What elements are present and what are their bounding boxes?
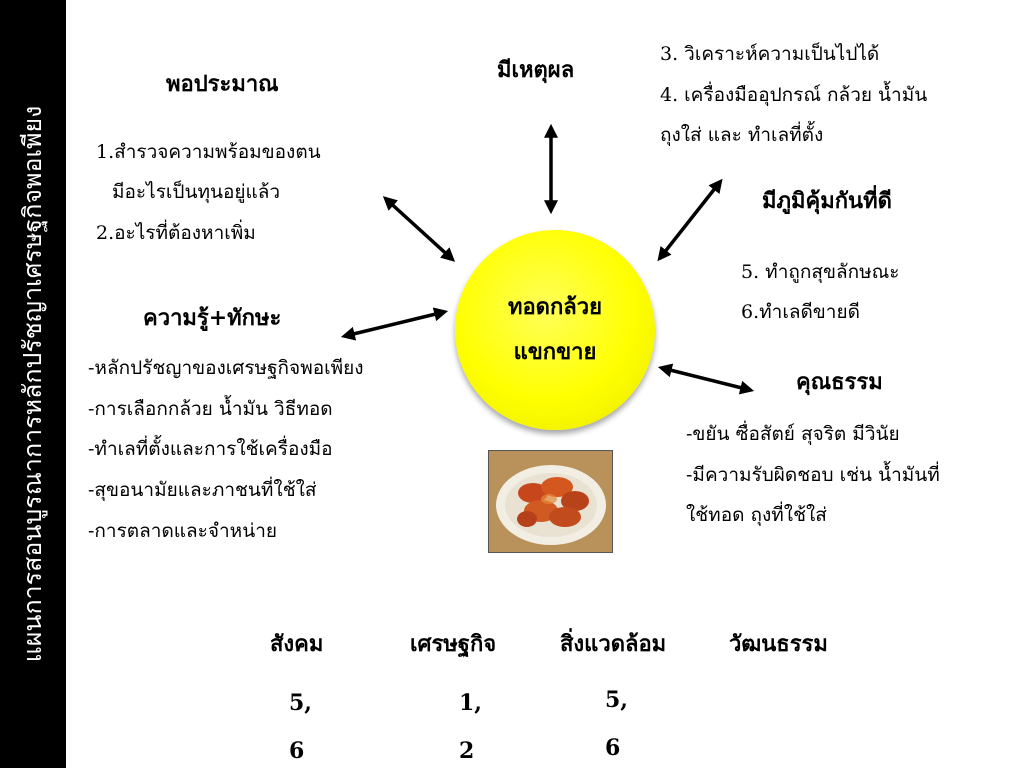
moderation-item-3: 2.อะไรที่ต้องหาเพิ่ม — [96, 222, 256, 244]
fried-banana-photo — [488, 450, 613, 553]
knowledge-item-1: -หลักปรัชญาของเศรษฐกิจพอเพียง — [88, 357, 364, 379]
arrow-immunity — [657, 178, 723, 262]
dimension-value-economic-2: 2 — [459, 738, 475, 764]
reasonableness-item-2: 4. เครื่องมืออุปกรณ์ กล้วย น้ำมัน — [660, 84, 928, 106]
dimension-value-economic-1: 1, — [459, 690, 482, 716]
knowledge-item-2: -การเลือกกล้วย น้ำมัน วิธีทอด — [88, 398, 333, 420]
moderation-heading: พอประมาณ — [166, 71, 279, 97]
dimension-value-social-1: 5, — [289, 690, 312, 716]
dimension-value-environment-2: 6 — [605, 735, 621, 761]
morality-heading: คุณธรรม — [796, 369, 883, 395]
dimension-label-culture: วัฒนธรรม — [729, 631, 828, 657]
knowledge-item-4: -สุขอนามัยและภาชนที่ใช้ใส่ — [88, 479, 317, 501]
morality-item-3: ใช้ทอด ถุงที่ใช้ใส่ — [686, 504, 827, 526]
reasonableness-item-3: ถุงใส่ และ ทำเลที่ตั้ง — [660, 124, 824, 146]
reasonableness-heading: มีเหตุผล — [497, 57, 575, 83]
arrow-knowledge — [340, 307, 449, 341]
dimension-value-social-2: 6 — [289, 738, 305, 764]
immunity-item-1: 5. ทำถูกสุขลักษณะ — [741, 261, 900, 283]
knowledge-heading: ความรู้+ทักษะ — [143, 305, 282, 331]
moderation-item-1: 1.สำรวจความพร้อมของตน — [96, 141, 321, 163]
sidebar: แผนการสอนบูรณาการหลักปรัชญาเศรษฐกิจพอเพี… — [0, 0, 66, 768]
center-topic: ทอดกล้วย แขกขาย — [455, 230, 655, 430]
arrow-moderation — [382, 196, 456, 262]
moderation-item-2: มีอะไรเป็นทุนอยู่แล้ว — [112, 181, 281, 203]
knowledge-item-3: -ทำเลที่ตั้งและการใช้เครื่องมือ — [88, 438, 333, 460]
immunity-item-2: 6.ทำเลดีขายดี — [741, 301, 860, 323]
morality-item-1: -ขยัน ซื่อสัตย์ สุจริต มีวินัย — [686, 423, 900, 445]
immunity-heading: มีภูมิคุ้มกันที่ดี — [762, 188, 892, 214]
dimension-label-economic: เศรษฐกิจ — [410, 631, 497, 657]
reasonableness-item-1: 3. วิเคราะห์ความเป็นไปได้ — [660, 43, 880, 65]
center-topic-line-1: ทอดกล้วย — [507, 294, 603, 320]
center-topic-line-2: แขกขาย — [513, 339, 597, 365]
dimension-label-social: สังคม — [270, 631, 324, 657]
dimension-label-environment: สิ่งแวดล้อม — [560, 631, 667, 657]
morality-item-2: -มีความรับผิดชอบ เช่น น้ำมันที่ — [686, 464, 940, 486]
knowledge-item-5: -การตลาดและจำหน่าย — [88, 520, 277, 542]
dimension-value-environment-1: 5, — [605, 687, 628, 713]
arrow-morality — [657, 363, 755, 395]
